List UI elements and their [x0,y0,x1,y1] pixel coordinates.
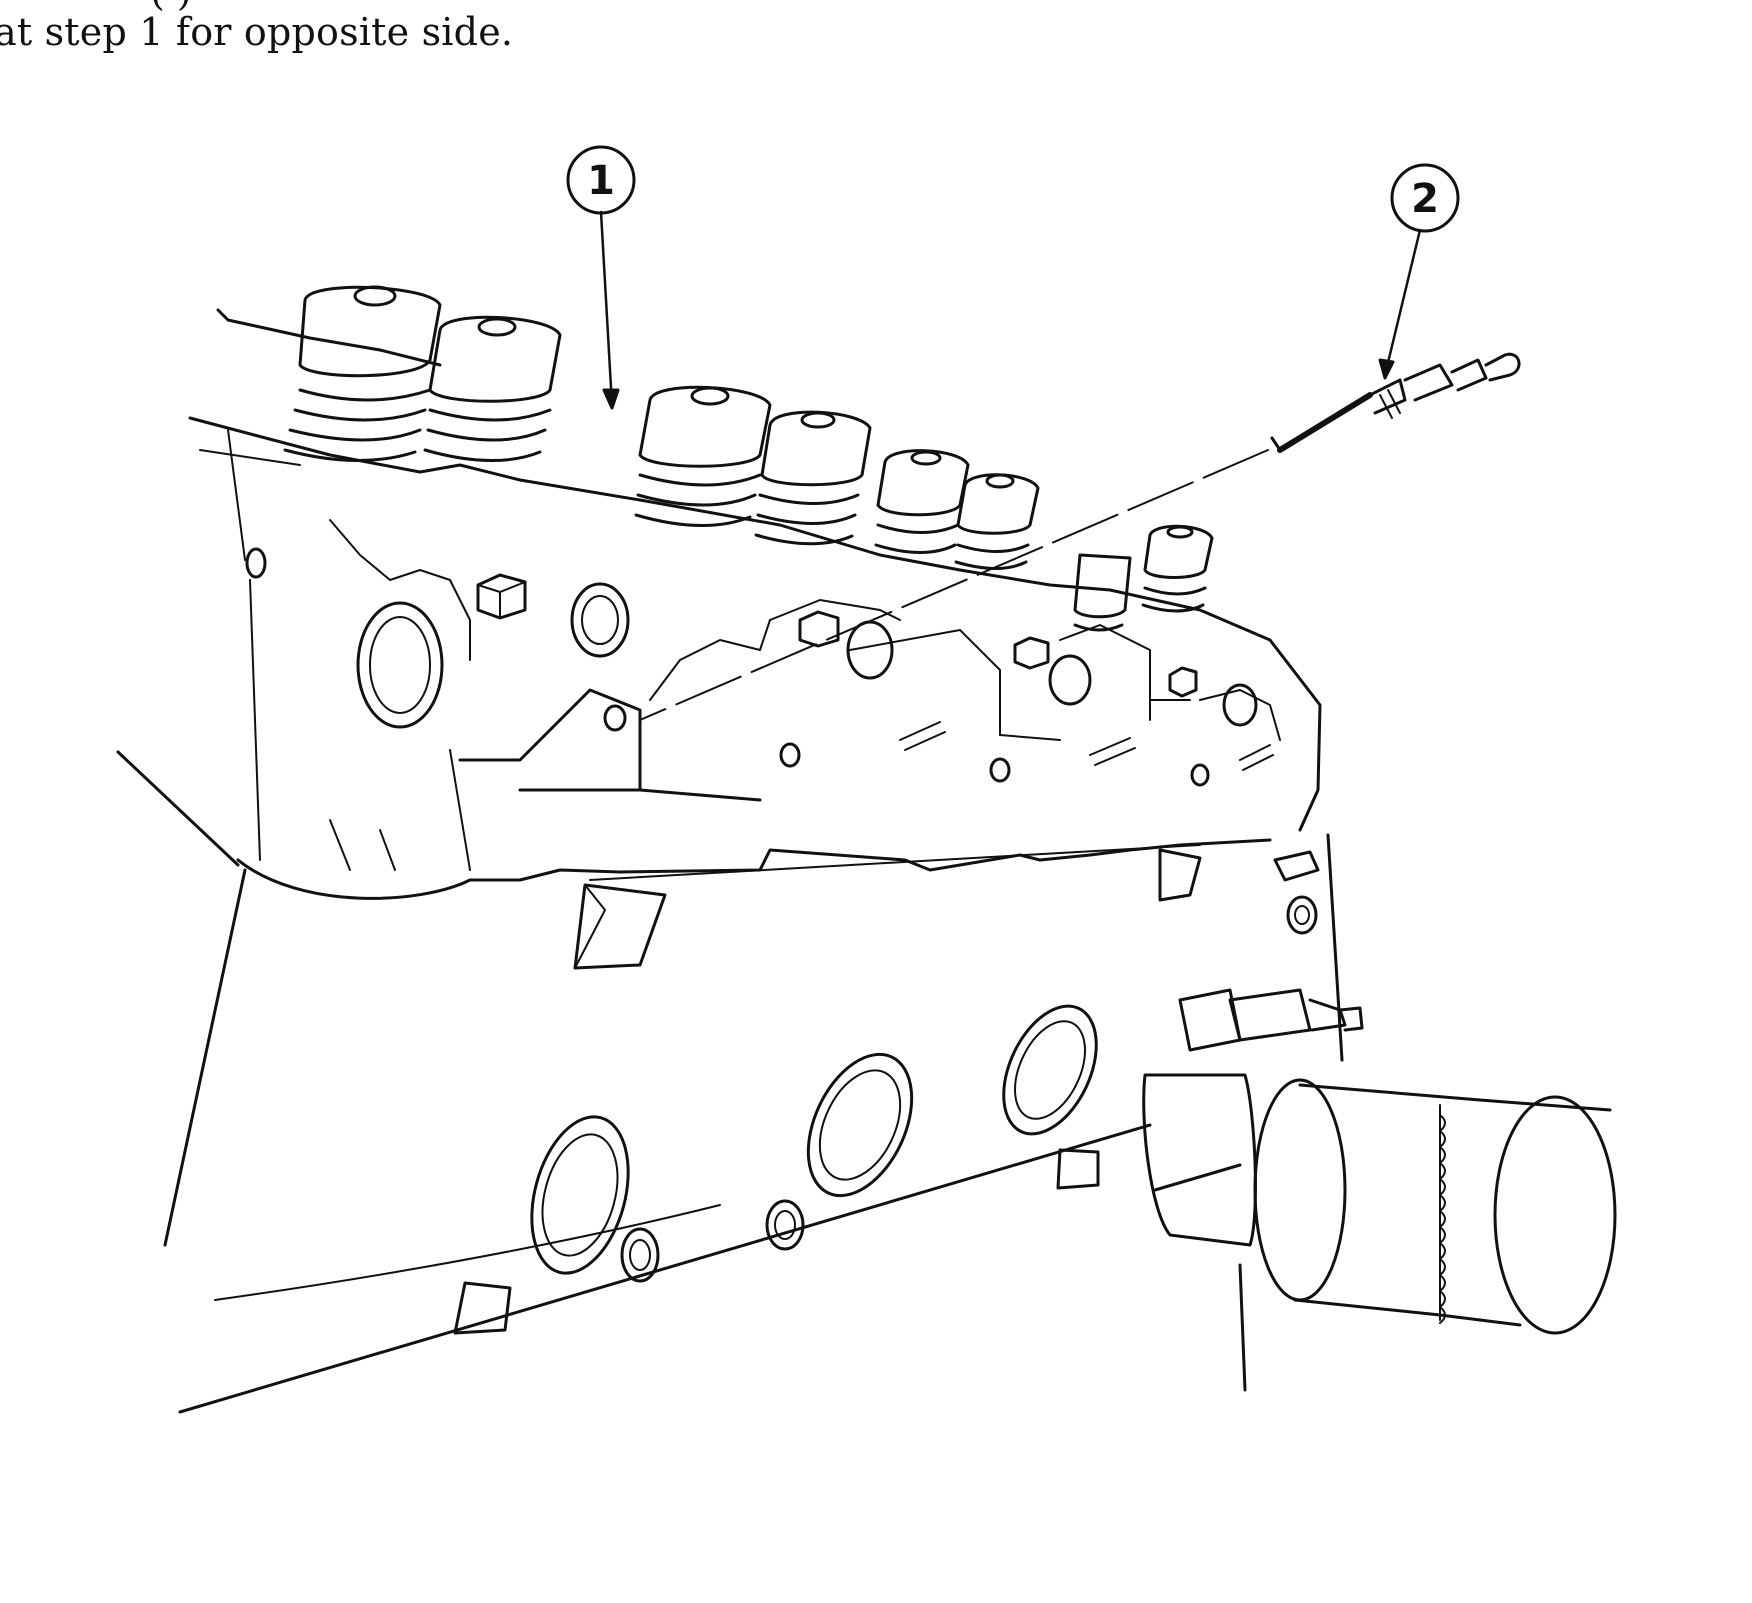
callout-2-circle [1390,163,1460,233]
insertion-line [639,449,1269,721]
valve-spring-4 [754,410,872,546]
head-bolts [476,573,1274,771]
dowel-pins [453,848,1202,1335]
valve-spring-2 [423,315,562,463]
callout-1-label: 1 [587,158,615,204]
oil-fittings [1178,850,1364,1052]
block-outline [116,750,1344,1414]
cropped-previous-line: ( ) [150,0,192,14]
valve-spring-5 [874,449,970,554]
valve-spring-8 [1073,553,1132,632]
cylinder-head [188,308,1322,900]
callout-2-leader [1383,228,1422,377]
valve-springs [283,285,1214,632]
callout-2-arrowhead [1378,358,1395,380]
callout-1-arrowhead [602,388,620,410]
valve-spring-3 [634,385,772,528]
valve-spring-6 [954,473,1040,570]
valve-spring-1 [283,285,442,462]
cylinder-bores [530,1004,1098,1283]
glow-plug [1270,352,1521,453]
callout-1-circle [566,145,636,215]
callout-1-leader [599,210,614,407]
instruction-text: at step 1 for opposite side. [0,10,514,54]
valve-spring-7 [1141,524,1214,613]
callout-2-label: 2 [1411,176,1439,222]
head-ports [245,547,1258,787]
oil-filter [1142,1073,1617,1335]
